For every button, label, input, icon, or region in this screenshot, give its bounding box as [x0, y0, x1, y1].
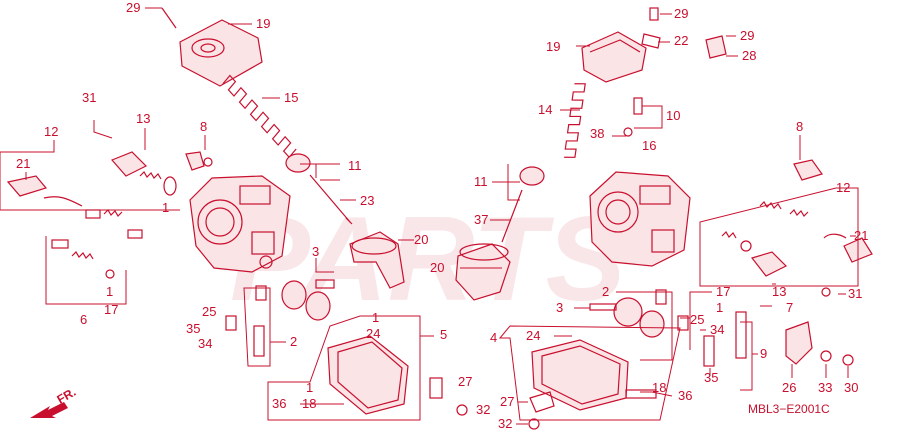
callout-29-left-top: 29 — [126, 0, 140, 15]
callout-31-right: 31 — [848, 286, 862, 301]
callout-32-left: 32 — [476, 402, 490, 417]
spring-left — [222, 74, 297, 159]
callout-1-left-bowl: 1 — [372, 310, 379, 325]
callout-11-left: 11 — [348, 158, 362, 173]
callout-35-left: 35 — [186, 321, 200, 336]
callout-19-right: 19 — [546, 39, 560, 54]
callout-34-left: 34 — [198, 336, 212, 351]
plug-8-left — [185, 151, 213, 171]
callout-6: 6 — [80, 312, 87, 327]
carb-top-cover-left — [161, 7, 263, 87]
float-bowl-right — [528, 339, 657, 430]
air-funnel-right — [455, 243, 511, 301]
carb-top-cover-right — [581, 31, 647, 83]
fuel-parts-right-top — [623, 7, 727, 137]
leader-lines — [0, 7, 859, 425]
callout-5: 5 — [440, 327, 447, 342]
jets-left — [225, 285, 267, 357]
callout-2-left: 2 — [290, 334, 297, 349]
callout-26: 26 — [782, 380, 796, 395]
callout-21-right: 21 — [854, 228, 868, 243]
callout-9: 9 — [760, 346, 767, 361]
float-bowl-left — [327, 335, 468, 416]
callout-18-left: 18 — [302, 396, 316, 411]
callout-33: 33 — [818, 380, 832, 395]
callout-36-left: 36 — [272, 396, 286, 411]
choke-cylinder-left — [281, 279, 335, 321]
callout-1-left-lower: 1 — [306, 380, 313, 395]
callout-16: 16 — [642, 138, 656, 153]
callout-17-left: 17 — [104, 302, 118, 317]
callout-29-right-top: 29 — [674, 6, 688, 21]
callout-12-left: 12 — [44, 124, 58, 139]
valve-group-13-left — [110, 151, 177, 196]
front-direction-arrow: FR. — [30, 385, 78, 418]
fuel-pipe-left — [6, 175, 83, 207]
jets-right — [655, 289, 747, 367]
callout-14: 14 — [538, 102, 552, 117]
callout-25-left: 25 — [202, 304, 216, 319]
callout-3-right: 3 — [556, 300, 563, 315]
callout-22: 22 — [674, 33, 688, 48]
spring-right — [564, 83, 586, 158]
callout-31-left: 31 — [82, 90, 96, 105]
callout-34-right: 34 — [710, 322, 724, 337]
arrow-icon — [30, 402, 68, 418]
callout-15: 15 — [284, 90, 298, 105]
callout-1-right: 1 — [716, 300, 723, 315]
piston-left — [285, 153, 353, 225]
callout-4: 4 — [490, 330, 497, 345]
carburetor-body-right — [589, 171, 691, 267]
callout-25-right: 25 — [690, 312, 704, 327]
jet-parts-left — [85, 209, 143, 239]
diagram-code: MBL3−E2001C — [748, 402, 830, 416]
callout-2-right: 2 — [602, 284, 609, 299]
valve-group-13-right — [721, 231, 788, 277]
callout-17-right: 17 — [716, 284, 730, 299]
callout-37: 37 — [474, 212, 488, 227]
callout-3-left: 3 — [312, 244, 319, 259]
callout-11-right: 11 — [474, 174, 488, 189]
callout-13-left: 13 — [136, 111, 150, 126]
callout-8-right: 8 — [796, 119, 803, 134]
callout-28: 28 — [742, 48, 756, 63]
choke-cylinder-right — [589, 297, 665, 338]
callout-29-right: 29 — [740, 28, 754, 43]
callout-35-right: 35 — [704, 370, 718, 385]
callout-38: 38 — [590, 126, 604, 141]
callout-36-right: 36 — [678, 388, 692, 403]
callout-1-left-upper: 1 — [162, 200, 169, 215]
callout-21-left: 21 — [16, 156, 30, 171]
callout-10: 10 — [666, 108, 680, 123]
callout-27-right: 27 — [500, 394, 514, 409]
link-bracket-right — [785, 287, 854, 366]
callout-12-right: 12 — [836, 180, 850, 195]
callout-23: 23 — [360, 193, 374, 208]
callout-13-right: 13 — [772, 284, 786, 299]
screw-group-left — [51, 239, 115, 279]
callout-7: 7 — [786, 300, 793, 315]
callout-20-left: 20 — [414, 232, 428, 247]
callout-32-right: 32 — [498, 416, 512, 430]
callout-20-right: 20 — [430, 260, 444, 275]
callout-19-left: 19 — [256, 16, 270, 31]
callout-24-left: 24 — [366, 326, 380, 341]
callout-24-right: 24 — [526, 328, 540, 343]
callout-27-left: 27 — [458, 374, 472, 389]
callout-8-left: 8 — [200, 119, 207, 134]
callout-1-left-mid: 1 — [106, 284, 113, 299]
carburetor-body-left — [189, 175, 291, 273]
plug-8-right — [793, 159, 823, 181]
callout-18-right: 18 — [652, 380, 666, 395]
callout-labels: 29 19 15 31 13 8 12 21 11 23 1 20 3 1 17… — [16, 0, 868, 431]
front-label: FR. — [55, 385, 79, 407]
air-funnel-left — [349, 231, 405, 289]
piston-right — [501, 166, 545, 243]
callout-30: 30 — [844, 380, 858, 395]
